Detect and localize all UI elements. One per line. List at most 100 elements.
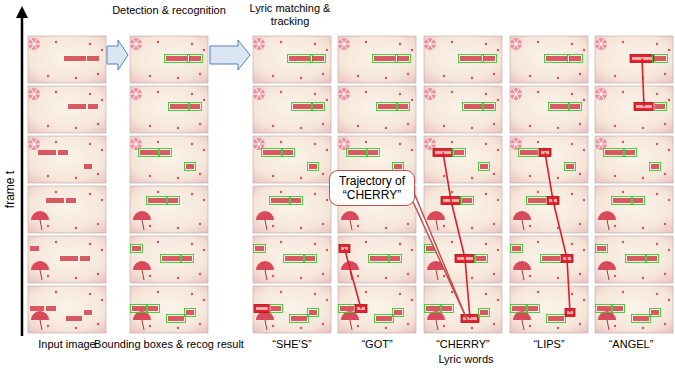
frame-thumbnail xyxy=(595,36,673,83)
dot xyxy=(622,291,624,293)
word-glyphs xyxy=(368,150,378,155)
umbrella xyxy=(598,261,616,270)
detection-box xyxy=(547,315,566,323)
dot xyxy=(493,73,495,75)
pinwheel xyxy=(424,38,436,50)
matched-word-box xyxy=(254,305,270,313)
pinwheel-spoke xyxy=(601,94,607,95)
dot xyxy=(177,177,179,179)
dot xyxy=(326,249,328,251)
word-glyphs xyxy=(454,150,464,155)
frame-thumbnail xyxy=(130,286,208,333)
dot xyxy=(385,227,387,229)
detection-box xyxy=(282,149,295,157)
word-glyphs xyxy=(309,310,317,315)
dot xyxy=(571,143,573,145)
dot xyxy=(365,241,367,243)
word-glyphs xyxy=(263,150,281,155)
dot xyxy=(385,327,387,329)
detection-box xyxy=(188,55,203,63)
dot xyxy=(314,43,316,45)
dot xyxy=(622,191,624,193)
pinwheel xyxy=(595,88,607,100)
pinwheel-spoke xyxy=(344,94,347,99)
dot xyxy=(314,93,316,95)
pinwheel-spoke xyxy=(34,144,40,145)
caption-label: “GOT” xyxy=(333,338,421,351)
pinwheel-spoke xyxy=(598,139,601,144)
dot xyxy=(314,143,316,145)
pinwheel xyxy=(510,88,522,100)
dot xyxy=(642,277,644,279)
word-glyphs xyxy=(569,56,581,61)
pinwheel-spoke xyxy=(259,94,262,99)
dot xyxy=(177,327,179,329)
pinwheel-spoke xyxy=(259,89,262,94)
dot xyxy=(101,99,103,101)
pinwheel-spoke xyxy=(341,39,344,44)
dot xyxy=(280,241,282,243)
umbrella-handle xyxy=(607,270,609,280)
dot xyxy=(385,127,387,129)
dot xyxy=(583,49,585,51)
dot xyxy=(280,141,282,143)
pinwheel-spoke xyxy=(31,139,34,144)
word-glyphs xyxy=(633,316,649,321)
dot xyxy=(537,241,539,243)
dot xyxy=(664,73,666,75)
pinwheel-spoke xyxy=(136,89,139,94)
detection-box xyxy=(604,149,625,157)
pinwheel-spoke xyxy=(253,44,259,45)
pinwheel-spoke xyxy=(136,144,142,145)
frame-thumbnail xyxy=(253,236,331,283)
detection-box xyxy=(254,245,266,253)
dot xyxy=(471,227,473,229)
dot xyxy=(537,141,539,143)
detection-box xyxy=(288,55,313,63)
dot xyxy=(451,191,453,193)
dot xyxy=(75,77,77,79)
pinwheel-spoke xyxy=(427,39,430,44)
pinwheel-spoke xyxy=(598,94,601,99)
dot xyxy=(497,149,499,151)
detection-box xyxy=(511,245,523,253)
detection-box xyxy=(375,315,394,323)
detection-box xyxy=(441,305,454,313)
dot xyxy=(314,243,316,245)
word-glyphs xyxy=(64,56,86,61)
pinwheel-spoke xyxy=(427,89,430,94)
word-glyphs xyxy=(80,256,90,261)
pinwheel-spoke xyxy=(341,144,344,149)
detection-box xyxy=(131,305,148,313)
dot xyxy=(583,149,585,151)
word-glyphs xyxy=(480,310,488,315)
pinwheel xyxy=(253,38,265,50)
dot xyxy=(537,191,539,193)
frame-thumbnail xyxy=(130,186,208,233)
pinwheel-spoke xyxy=(430,44,436,45)
dot xyxy=(529,175,531,177)
axis-label: frame t xyxy=(4,158,17,222)
dot xyxy=(579,273,581,275)
dot xyxy=(579,123,581,125)
dot xyxy=(157,241,159,243)
word-glyphs xyxy=(528,306,538,311)
dot xyxy=(493,273,495,275)
word-glyphs xyxy=(189,56,201,61)
word-glyphs xyxy=(46,198,64,203)
word-glyphs xyxy=(66,198,76,203)
detection-box xyxy=(389,255,402,263)
pinwheel-spoke xyxy=(516,39,519,44)
pinwheel-spoke xyxy=(427,139,430,144)
pinwheel-spoke xyxy=(430,39,433,44)
detection-box xyxy=(139,149,160,157)
pinwheel-spoke xyxy=(136,139,139,144)
pinwheel-spoke xyxy=(513,39,516,44)
detection-box xyxy=(650,309,661,317)
frame-thumbnail xyxy=(253,36,331,83)
umbrella-handle xyxy=(350,220,352,230)
dot xyxy=(314,193,316,195)
detection-box xyxy=(653,55,668,63)
umbrella-handle xyxy=(607,220,609,230)
dot xyxy=(385,277,387,279)
